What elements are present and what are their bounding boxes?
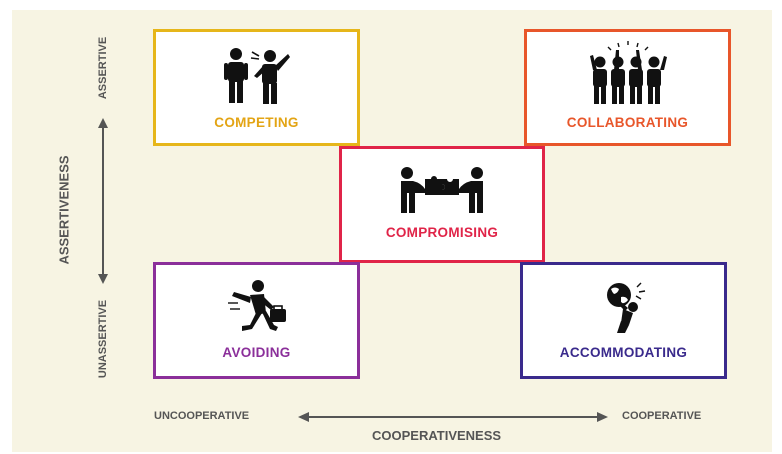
x-axis-high-label: COOPERATIVE (622, 410, 702, 422)
conflict-modes-diagram: COMPETING (12, 10, 772, 452)
competing-box: COMPETING (153, 29, 360, 146)
running-away-icon (227, 280, 286, 331)
vertical-double-arrow (98, 118, 108, 284)
puzzle-handshake-icon (401, 167, 483, 213)
collaborating-box: COLLABORATING (524, 29, 731, 146)
avoiding-box: AVOIDING (153, 262, 360, 379)
y-axis-low-label: UNASSERTIVE (97, 299, 109, 379)
y-axis-title: ASSERTIVENESS (56, 155, 72, 265)
cheering-group-icon (589, 41, 667, 104)
collaborating-label: COLLABORATING (566, 115, 689, 130)
arguing-people-icon (223, 48, 290, 104)
avoiding-label: AVOIDING (222, 345, 291, 360)
compromising-box: COMPROMISING (339, 146, 545, 263)
y-axis-high-label: ASSERTIVE (97, 36, 109, 100)
x-axis-title: COOPERATIVENESS (372, 428, 502, 443)
accommodating-box: ACCOMMODATING (520, 262, 727, 379)
horizontal-double-arrow (298, 412, 608, 422)
compromising-label: COMPROMISING (385, 225, 499, 240)
carrying-globe-icon (606, 282, 645, 333)
accommodating-label: ACCOMMODATING (559, 345, 688, 360)
x-axis-low-label: UNCOOPERATIVE (154, 410, 250, 422)
competing-label: COMPETING (214, 115, 299, 130)
